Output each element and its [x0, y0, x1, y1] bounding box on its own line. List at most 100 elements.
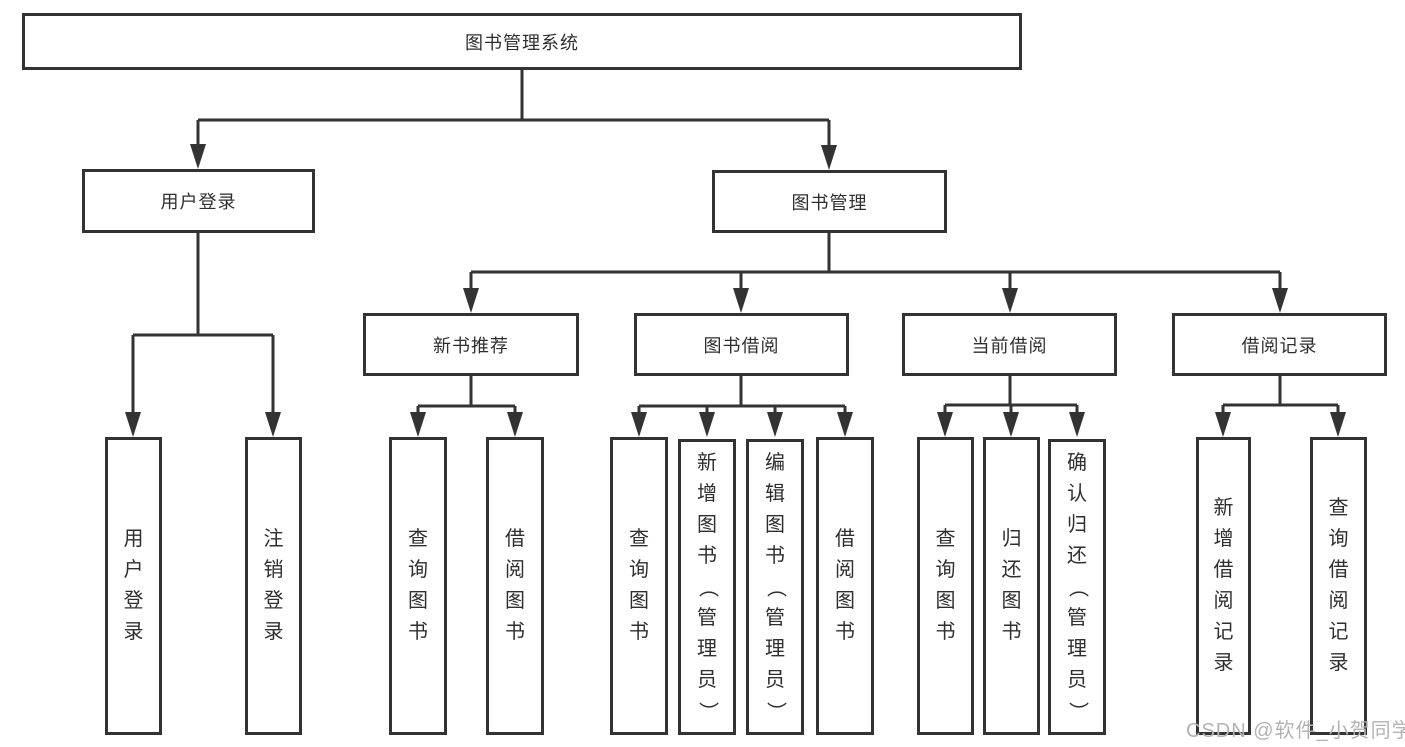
leaf-query-books-2: 查询图书: [610, 437, 668, 735]
connector-userlogin-to-leaves: [131, 233, 275, 432]
leaf-logout: 注销登录: [245, 437, 302, 735]
arrowhead: [1003, 412, 1019, 437]
leaf-query-books-3: 查询图书: [917, 437, 974, 735]
leaf-label-char: 员: [1067, 668, 1087, 691]
arrowhead: [1069, 412, 1085, 437]
leaf-label-char: 图: [935, 590, 956, 612]
leaf-label-char: 书: [505, 621, 525, 643]
arrowhead: [1272, 288, 1288, 313]
leaf-label-char: 登: [263, 590, 284, 612]
leaf-label-char: ）: [1066, 701, 1089, 721]
arrowhead: [265, 412, 281, 437]
leaf-return-book: 归还图书: [983, 437, 1040, 735]
leaf-label-char: 询: [408, 559, 428, 581]
leaf-label-char: 查: [1328, 497, 1349, 519]
leaf-label-char: 用: [123, 528, 144, 550]
leaf-label-char: 员: [765, 668, 785, 691]
arrowhead: [507, 412, 523, 437]
leaf-label-char: 增: [1213, 528, 1234, 550]
leaf-label-char: 销: [263, 559, 284, 581]
leaf-label-char: 图: [505, 590, 525, 612]
leaf-label-char: 员: [697, 668, 717, 691]
arrowhead: [821, 145, 837, 170]
leaf-label-char: 书: [835, 621, 855, 643]
leaf-label-char: 查: [935, 528, 956, 550]
connector-root-to-level2: [196, 70, 831, 164]
leaf-label-char: 登: [123, 590, 144, 612]
leaf-label-char: 阅: [835, 559, 855, 581]
leaf-query-borrow-record: 查询借阅记录: [1310, 437, 1367, 735]
leaf-label-char: 书: [697, 544, 717, 567]
node-book-management-label: 图书管理: [791, 192, 868, 213]
leaf-label-char: 借: [1328, 559, 1349, 581]
node-current-borrow: 当前借阅: [902, 313, 1117, 376]
node-book-borrow-label: 图书借阅: [703, 335, 780, 356]
leaf-label-char: 图: [697, 513, 717, 536]
node-root: 图书管理系统: [22, 13, 1022, 70]
leaf-label-char: 录: [1328, 652, 1349, 674]
leaf-label-char: 记: [1213, 621, 1234, 643]
arrowhead: [699, 412, 715, 437]
connector-bookmgmt-to-level3: [469, 233, 1282, 308]
leaf-label-char: 查: [408, 528, 428, 550]
leaf-label-char: 图: [835, 590, 855, 612]
connector-newbook-to-leaves: [416, 376, 517, 432]
arrowhead: [733, 288, 749, 313]
leaf-label-char: 管: [765, 606, 785, 629]
leaf-add-borrow-record: 新增借阅记录: [1196, 437, 1251, 735]
leaf-edit-book-admin: 编辑图书（管理员）: [746, 439, 804, 735]
leaf-label-char: 录: [1213, 652, 1234, 674]
leaf-label-char: 阅: [505, 559, 525, 581]
leaf-label-char: 编: [765, 451, 785, 474]
node-user-login: 用户登录: [82, 169, 315, 233]
leaf-label-char: 询: [1328, 528, 1349, 550]
leaf-label-char: 注: [263, 528, 284, 550]
arrowhead: [190, 144, 206, 169]
leaf-label-char: 询: [629, 559, 649, 581]
leaf-label-char: 书: [408, 621, 428, 643]
leaf-confirm-return-admin: 确认归还（管理员）: [1048, 439, 1106, 735]
leaf-label-char: 阅: [1213, 590, 1234, 612]
leaf-label-char: 理: [697, 637, 717, 660]
leaf-query-books-1: 查询图书: [389, 437, 447, 735]
node-new-book-recommend: 新书推荐: [363, 313, 579, 376]
leaf-add-book-admin: 新增图书（管理员）: [678, 439, 736, 735]
leaf-label-char: 询: [935, 559, 956, 581]
leaf-label-char: 图: [629, 590, 649, 612]
connector-borrowrecord-to-leaves: [1221, 376, 1340, 432]
leaf-label-char: 增: [697, 482, 717, 505]
watermark: CSDN @软件_小贺同学: [1186, 720, 1405, 742]
node-new-book-recommend-label: 新书推荐: [433, 335, 509, 356]
leaf-label-char: 还: [1001, 559, 1022, 581]
leaf-label-char: ）: [696, 701, 719, 721]
leaf-label-char: 借: [835, 528, 855, 550]
leaf-label-char: 辑: [765, 482, 785, 505]
leaf-label-char: 管: [697, 606, 717, 629]
leaf-label-char: 阅: [1328, 590, 1349, 612]
leaf-label-char: （: [1066, 577, 1089, 597]
arrowhead: [463, 288, 479, 313]
connector-bookborrow-to-leaves: [637, 376, 847, 432]
leaf-label-char: 录: [123, 621, 144, 643]
leaf-label-char: 图: [1001, 590, 1022, 612]
leaf-label-char: 书: [1001, 621, 1022, 643]
leaf-label-char: 还: [1067, 544, 1087, 567]
leaf-label-char: 户: [123, 559, 144, 581]
leaf-label-char: 归: [1067, 513, 1087, 536]
leaf-label-char: （: [696, 577, 719, 597]
leaf-borrow-books-2: 借阅图书: [816, 437, 874, 735]
leaf-label-char: 理: [765, 637, 785, 660]
arrowhead: [125, 412, 141, 437]
leaf-borrow-books-1: 借阅图书: [486, 437, 544, 735]
node-current-borrow-label: 当前借阅: [971, 335, 1048, 356]
leaf-user-login: 用户登录: [105, 437, 162, 735]
leaf-label-char: 录: [263, 621, 284, 643]
leaf-label-char: （: [764, 577, 787, 597]
leaf-label-char: 借: [1213, 559, 1234, 581]
leaf-label-char: 查: [629, 528, 649, 550]
leaf-label-char: 借: [505, 528, 525, 550]
leaf-label-char: 归: [1001, 528, 1022, 550]
leaf-label-char: 理: [1067, 637, 1087, 660]
